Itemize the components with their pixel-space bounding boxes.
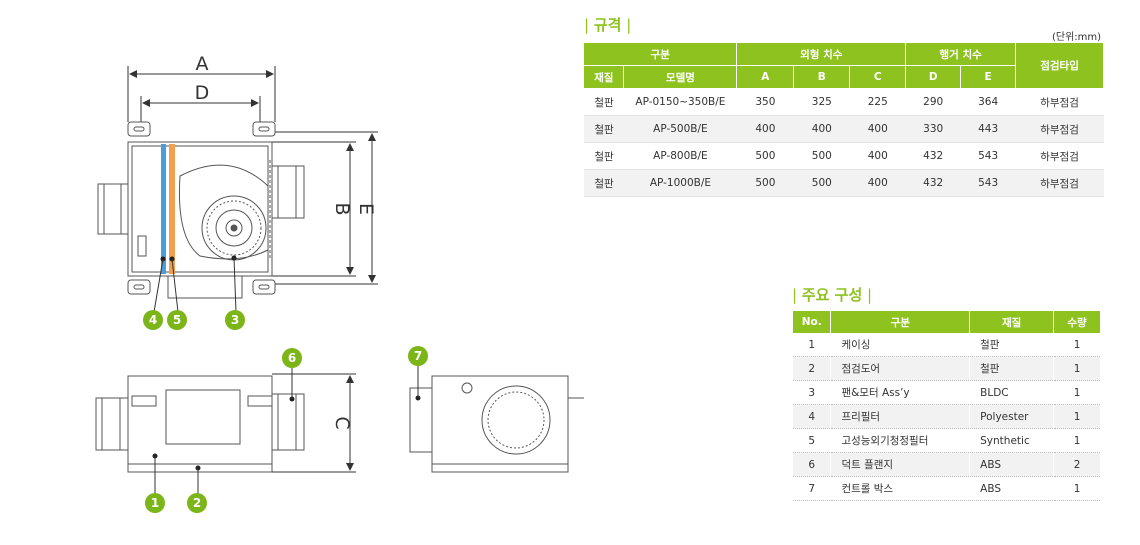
side-view — [409, 375, 584, 473]
spec-title-text: 규격 — [593, 16, 622, 34]
badge-2: 2 — [187, 493, 207, 513]
th-part-material: 재질 — [969, 311, 1055, 333]
th-qty: 수량 — [1053, 311, 1101, 333]
table-row: 철판 AP-0150~350B/E 350 325 225 290 364 하부… — [584, 88, 1104, 116]
top-view — [97, 121, 305, 299]
th-b: B — [793, 65, 851, 89]
hepa-filter-shape — [169, 144, 175, 274]
parts-title-text: 주요 구성 — [801, 286, 863, 304]
dim-label-d: D — [195, 82, 210, 104]
th-d: D — [905, 65, 962, 89]
badge-4: 4 — [143, 310, 163, 330]
spec-title: | 규격 | — [584, 16, 632, 34]
dim-label-c: C — [331, 416, 353, 429]
badge-3: 3 — [225, 310, 245, 330]
th-inspect: 점검타입 — [1015, 43, 1104, 89]
table-row: 철판 AP-800B/E 500 500 400 432 543 하부점검 — [584, 142, 1104, 170]
front-view — [95, 375, 305, 473]
spec-unit: (단위:mm) — [1052, 32, 1102, 43]
badge-6: 6 — [282, 348, 302, 368]
th-material: 재질 — [584, 65, 625, 89]
table-row: 6 덕트 플랜지 ABS 2 — [793, 452, 1101, 477]
th-model: 모델명 — [623, 65, 738, 89]
table-row: 3 팬&모터 Ass’y BLDC 1 — [793, 380, 1101, 405]
table-row: 7 컨트롤 박스 ABS 1 — [793, 476, 1101, 501]
th-name: 구분 — [830, 311, 971, 333]
table-row: 5 고성능외기청정필터 Synthetic 1 — [793, 428, 1101, 453]
th-c: C — [849, 65, 907, 89]
badge-5: 5 — [167, 310, 187, 330]
dim-label-b: B — [331, 202, 353, 215]
table-row: 철판 AP-1000B/E 500 500 400 432 543 하부점검 — [584, 169, 1104, 197]
dimension-lines-top — [127, 66, 378, 285]
th-no: No. — [793, 311, 832, 333]
badge-7: 7 — [408, 346, 428, 366]
th-outer: 외형 치수 — [736, 43, 907, 66]
table-row: 1 케이싱 철판 1 — [793, 333, 1101, 357]
parts-table: No. 구분 재질 수량 1 케이싱 철판 1 2 점검도어 철판 1 3 팬&… — [793, 311, 1101, 501]
th-e: E — [960, 65, 1017, 89]
technical-drawing: A D B E — [95, 53, 584, 494]
th-group: 구분 — [584, 43, 738, 66]
th-hanger: 행거 치수 — [905, 43, 1017, 66]
badge-1: 1 — [145, 493, 165, 513]
spec-table: 구분 외형 치수 행거 치수 점검타입 재질 모델명 A B C D E 철판 … — [584, 43, 1104, 197]
dim-label-e: E — [355, 203, 377, 215]
prefilter-shape — [161, 144, 166, 274]
th-a: A — [736, 65, 795, 89]
parts-title: | 주요 구성 | — [792, 286, 873, 304]
table-row: 2 점검도어 철판 1 — [793, 356, 1101, 381]
table-row: 철판 AP-500B/E 400 400 400 330 443 하부점검 — [584, 115, 1104, 143]
table-row: 4 프리필터 Polyester 1 — [793, 404, 1101, 429]
dim-label-a: A — [196, 53, 209, 75]
